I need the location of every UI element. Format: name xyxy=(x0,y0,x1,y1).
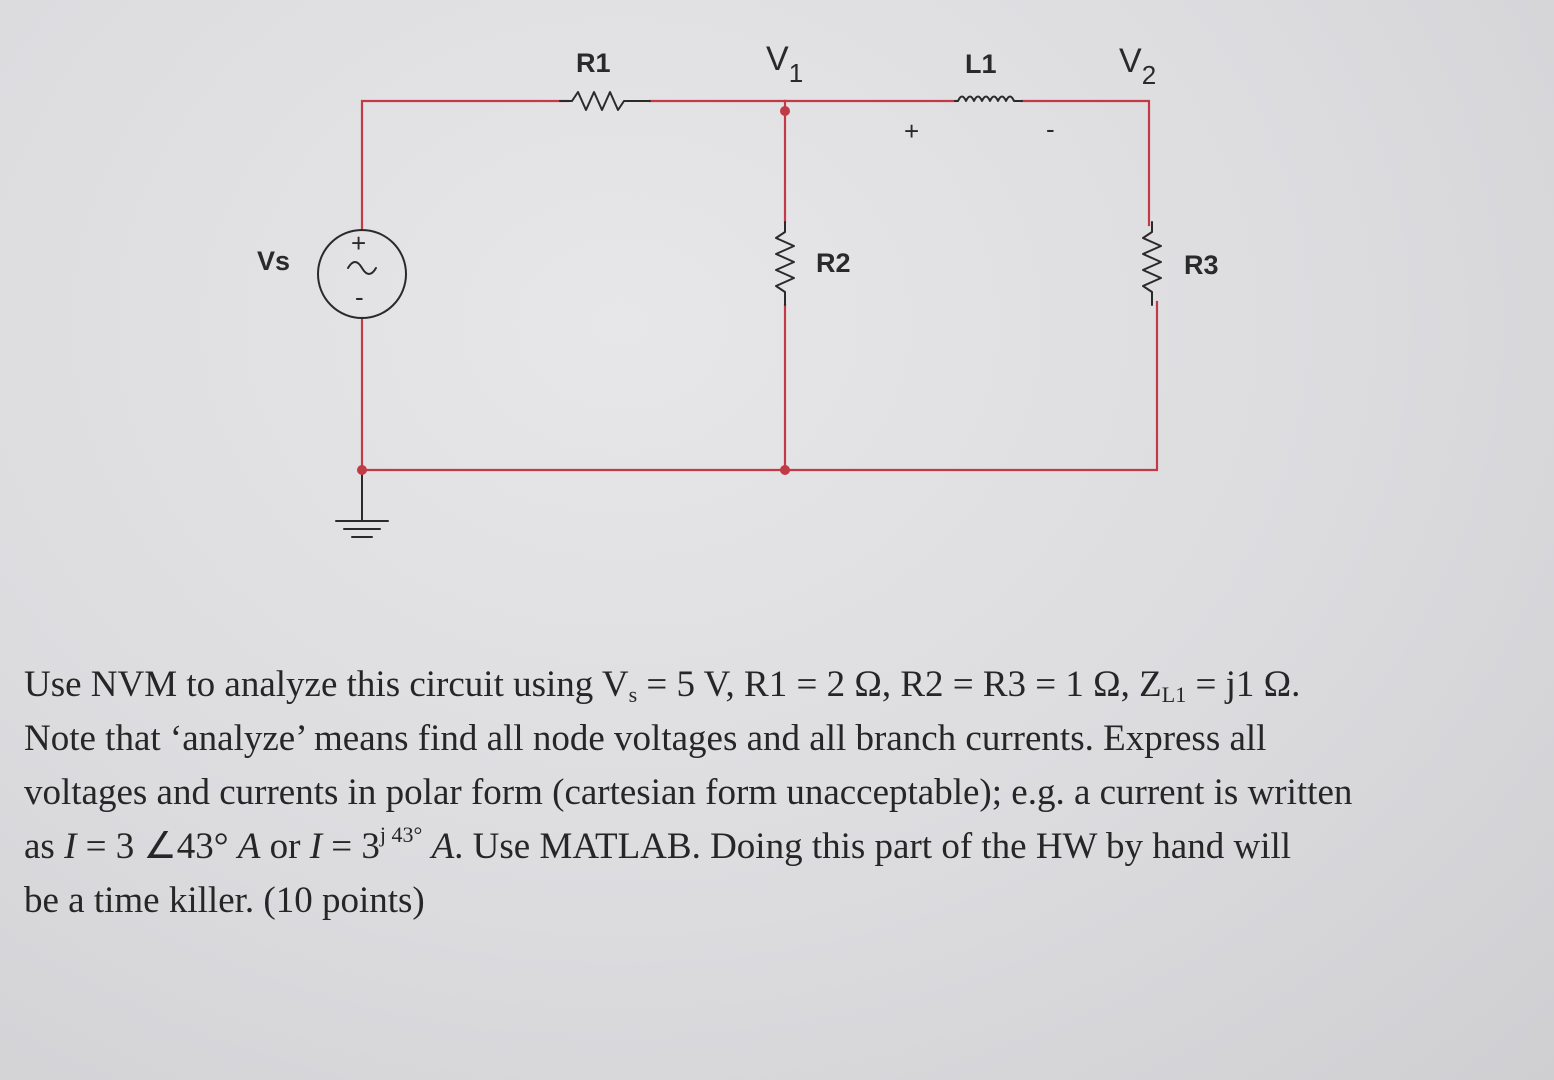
source-plus-sign: + xyxy=(351,228,366,258)
problem-line-4: as I = 3 ∠43° A or I = 3j 43° A. Use MAT… xyxy=(24,822,1292,868)
resistor-r3 xyxy=(1142,221,1162,306)
v2-label: V2 xyxy=(1119,42,1156,90)
resistor-r2 xyxy=(775,221,795,306)
sine-wave-icon xyxy=(347,261,377,275)
problem-line-2: Note that ‘analyze’ means find all node … xyxy=(24,718,1267,759)
r1-label: R1 xyxy=(576,48,611,78)
r2-label: R2 xyxy=(816,248,851,278)
node-ground-dot-middle xyxy=(780,465,790,475)
v1-label: V1 xyxy=(766,40,803,88)
ac-voltage-source: + - xyxy=(317,228,407,319)
vs-label: Vs xyxy=(257,246,290,276)
wire-top-left xyxy=(360,99,570,232)
resistor-r1 xyxy=(559,91,651,111)
node-ground-dot-left xyxy=(357,465,367,475)
wire-l1-to-r3 xyxy=(1020,99,1151,227)
problem-line-1: Use NVM to analyze this circuit using Vs… xyxy=(24,664,1301,707)
source-minus-sign: - xyxy=(355,282,364,312)
wires xyxy=(360,99,1159,472)
circuit-schematic: + - R1 L1 R2 R3 Vs V1 V2 + - xyxy=(257,40,1219,538)
node-v1-dot xyxy=(780,106,790,116)
problem-line-3: voltages and currents in polar form (car… xyxy=(24,772,1353,813)
l1-plus-sign: + xyxy=(904,116,919,146)
source-circle xyxy=(317,229,407,319)
problem-statement: Use NVM to analyze this circuit using Vs… xyxy=(24,658,1539,928)
l1-label: L1 xyxy=(965,49,997,79)
problem-line-5: be a time killer. (10 points) xyxy=(24,880,425,921)
r3-label: R3 xyxy=(1184,250,1219,280)
ground-icon xyxy=(335,520,389,538)
wire-r3-to-bottom xyxy=(360,300,1159,472)
l1-minus-sign: - xyxy=(1046,114,1055,144)
inductor-l1 xyxy=(954,95,1023,102)
